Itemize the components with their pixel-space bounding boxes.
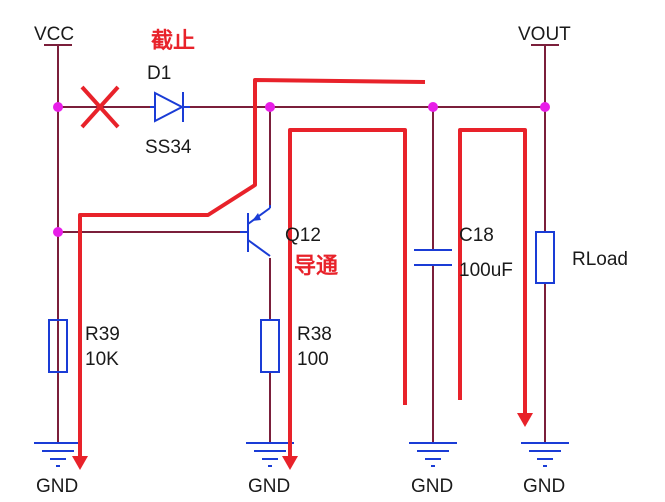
ground-symbol-4: [521, 442, 569, 467]
c18-value-label: 100uF: [459, 260, 513, 281]
diode-state-note: 截止: [151, 29, 195, 54]
blocked-cross-icon: [80, 85, 120, 129]
rload-ref-label: RLoad: [572, 249, 628, 270]
transistor-state-note: 导通: [294, 254, 338, 279]
gnd-label-1: GND: [36, 476, 78, 497]
vout-label: VOUT: [518, 24, 571, 45]
gnd-label-4: GND: [523, 476, 565, 497]
gnd-label-2: GND: [248, 476, 290, 497]
ground-symbol-3: [409, 442, 457, 467]
d1-ref-label: D1: [147, 63, 171, 84]
c18-ref-label: C18: [459, 225, 494, 246]
resistor-rload: [535, 231, 555, 284]
r38-ref-label: R38: [297, 324, 332, 345]
current-path-3: [458, 128, 533, 427]
junction-dots: [53, 102, 550, 237]
q12-ref-label: Q12: [285, 225, 321, 246]
ground-symbol-2: [246, 442, 294, 467]
transistor-q12: [240, 205, 271, 257]
current-path-1: [72, 78, 426, 470]
vcc-label: VCC: [34, 24, 74, 45]
d1-value-label: SS34: [145, 137, 192, 158]
capacitor-c18: [414, 249, 452, 266]
resistor-r38: [260, 319, 280, 373]
diode-d1: [150, 91, 190, 123]
r39-value-label: 10K: [85, 349, 119, 370]
wires: [57, 45, 546, 443]
ground-symbol-1: [34, 442, 82, 467]
resistor-r39: [48, 319, 68, 373]
r39-ref-label: R39: [85, 324, 120, 345]
gnd-label-3: GND: [411, 476, 453, 497]
current-path-2: [282, 128, 407, 470]
r38-value-label: 100: [297, 349, 329, 370]
